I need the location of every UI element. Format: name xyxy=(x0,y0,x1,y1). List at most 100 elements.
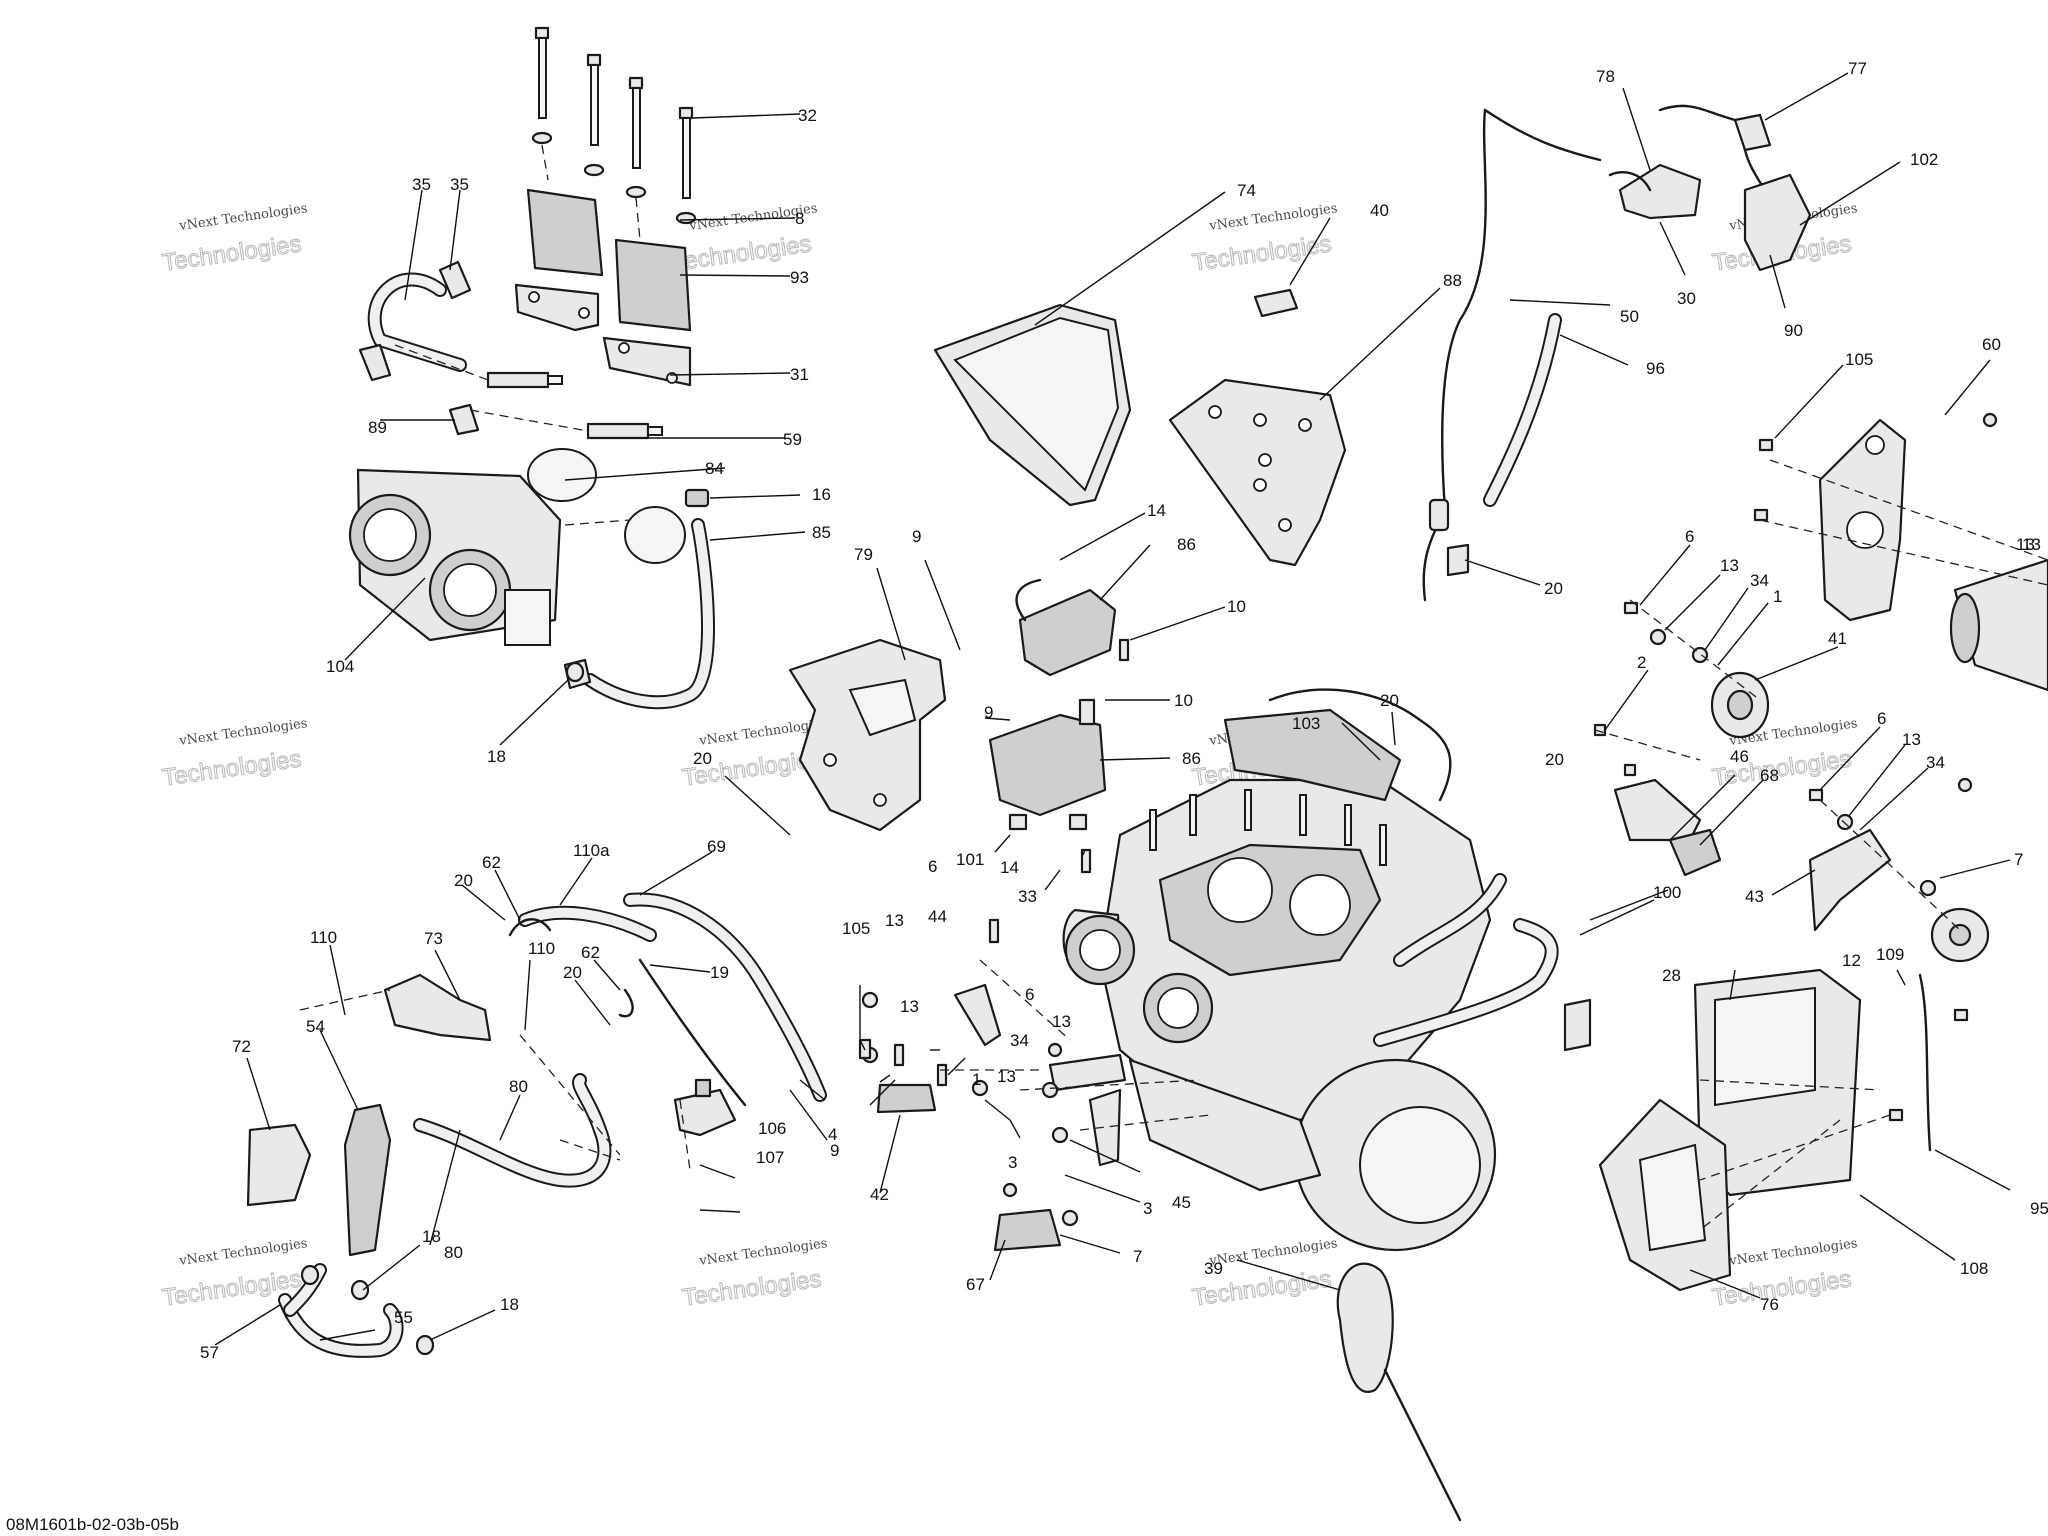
mount-right xyxy=(1930,907,1990,963)
callout-label: 62 xyxy=(581,943,600,962)
callout-label: 50 xyxy=(1620,307,1639,326)
callout-label: 13 xyxy=(997,1067,1016,1086)
watermark-line1: vNext Technologies xyxy=(1207,1236,1338,1269)
callout-label: 85 xyxy=(812,523,831,542)
callout-label: 12 xyxy=(1842,951,1861,970)
callout-label: 18 xyxy=(487,747,506,766)
callout-label: 101 xyxy=(956,850,984,869)
callout-label: 88 xyxy=(1443,271,1462,290)
callout-label: 19 xyxy=(710,963,729,982)
hose-110a xyxy=(518,905,657,942)
callout-label: 46 xyxy=(1730,747,1749,766)
watermark-line2: Technologies xyxy=(1711,1265,1854,1311)
callout-label: 6 xyxy=(1025,985,1034,1004)
callout-label: 55 xyxy=(394,1308,413,1327)
bracket-79 xyxy=(788,638,947,832)
assembly-lines xyxy=(299,459,2048,1231)
starter-motor xyxy=(1949,558,2048,692)
callout-label: 110a xyxy=(573,841,610,860)
callout-label: 6 xyxy=(1685,527,1694,546)
callout-label: 60 xyxy=(1982,335,2001,354)
coil-86-bottom xyxy=(988,713,1107,817)
callout-label: 20 xyxy=(563,963,582,982)
callout-label: 13 xyxy=(900,997,919,1016)
bracket-90 xyxy=(1743,173,1812,272)
callout-label: 42 xyxy=(870,1185,889,1204)
watermark-line1: vNext Technologies xyxy=(177,201,308,234)
callout-label: 40 xyxy=(1370,201,1389,220)
callout-label: 1 xyxy=(972,1070,981,1089)
callout-label: 18 xyxy=(500,1295,519,1314)
callout-label: 109 xyxy=(1876,945,1904,964)
watermark-line1: vNext Technologies xyxy=(1727,1236,1858,1269)
callout-label: 34 xyxy=(1750,571,1769,590)
callout-label: 73 xyxy=(424,929,443,948)
callout-label: 86 xyxy=(1182,749,1201,768)
callout-label: 20 xyxy=(1380,691,1399,710)
callout-label: 8 xyxy=(795,209,804,228)
callout-label: 44 xyxy=(928,907,947,926)
rubber-68 xyxy=(1668,828,1722,877)
hose-69 xyxy=(623,892,827,1102)
callout-label: 2 xyxy=(1637,653,1646,672)
callout-label: 95 xyxy=(2030,1199,2048,1218)
callout-label: 30 xyxy=(1677,289,1696,308)
callout-label: 93 xyxy=(790,268,809,287)
callout-label: 35 xyxy=(450,175,469,194)
throttle-lever-54 xyxy=(343,1103,392,1257)
callout-label: 3 xyxy=(1143,1199,1152,1218)
hose-80 xyxy=(413,1073,612,1188)
wire-109 xyxy=(1918,973,1932,1152)
callout-label: 59 xyxy=(783,430,802,449)
callout-label: 32 xyxy=(798,106,817,125)
mount-46 xyxy=(1613,778,1702,842)
callout-label: 10 xyxy=(1174,691,1193,710)
sensor-106 xyxy=(673,1078,737,1137)
callout-label: 84 xyxy=(705,459,724,478)
callout-label: 33 xyxy=(1018,887,1037,906)
grommet-40 xyxy=(1253,288,1299,318)
callout-label: 102 xyxy=(1910,150,1938,169)
callout-label: 41 xyxy=(1828,629,1847,648)
callout-label: 104 xyxy=(326,657,354,676)
callout-label: 74 xyxy=(1237,181,1256,200)
callout-label: 89 xyxy=(368,418,387,437)
callout-label: 105 xyxy=(842,919,870,938)
sensor-78 xyxy=(1608,163,1702,220)
hose-62 xyxy=(508,918,747,1107)
callout-label: 6 xyxy=(928,857,937,876)
callout-label: 90 xyxy=(1784,321,1803,340)
callout-label: 9 xyxy=(912,527,921,546)
callout-label: 9 xyxy=(830,1141,839,1160)
callout-label: 20 xyxy=(1545,750,1564,769)
callout-label: 20 xyxy=(1544,579,1563,598)
head-studs xyxy=(1149,789,1387,866)
callout-label: 14 xyxy=(1147,501,1166,520)
callout-label: 106 xyxy=(758,1119,786,1138)
callout-label: 13 xyxy=(2016,535,2035,554)
callout-label: 20 xyxy=(693,749,712,768)
engine-mounts-left xyxy=(858,983,1127,1252)
callout-label: 80 xyxy=(444,1243,463,1262)
callout-label: 69 xyxy=(707,837,726,856)
callout-label: 110 xyxy=(528,939,555,958)
callout-label: 68 xyxy=(1760,766,1779,785)
watermark-line1: vNext Technologies xyxy=(1207,201,1338,234)
hose-55 xyxy=(278,1263,404,1358)
wiring-harness-50 xyxy=(1422,108,1602,602)
callout-label: 39 xyxy=(1204,1259,1223,1278)
clip-20 xyxy=(1446,543,1470,577)
callout-label: 100 xyxy=(1653,883,1681,902)
callout-label: 9 xyxy=(984,703,993,722)
engine-cover-74 xyxy=(933,303,1132,507)
callout-label: 79 xyxy=(854,545,873,564)
callout-label: 76 xyxy=(1760,1295,1779,1314)
callout-label: 7 xyxy=(1133,1247,1142,1266)
bracket-72 xyxy=(246,1123,312,1207)
callout-label: 86 xyxy=(1177,535,1196,554)
callout-label: 67 xyxy=(966,1275,985,1294)
callout-label: 80 xyxy=(509,1077,528,1096)
watermark-line1: vNext Technologies xyxy=(177,1236,308,1269)
ignition-coil-left xyxy=(514,188,604,332)
callout-label: 7 xyxy=(2014,850,2023,869)
